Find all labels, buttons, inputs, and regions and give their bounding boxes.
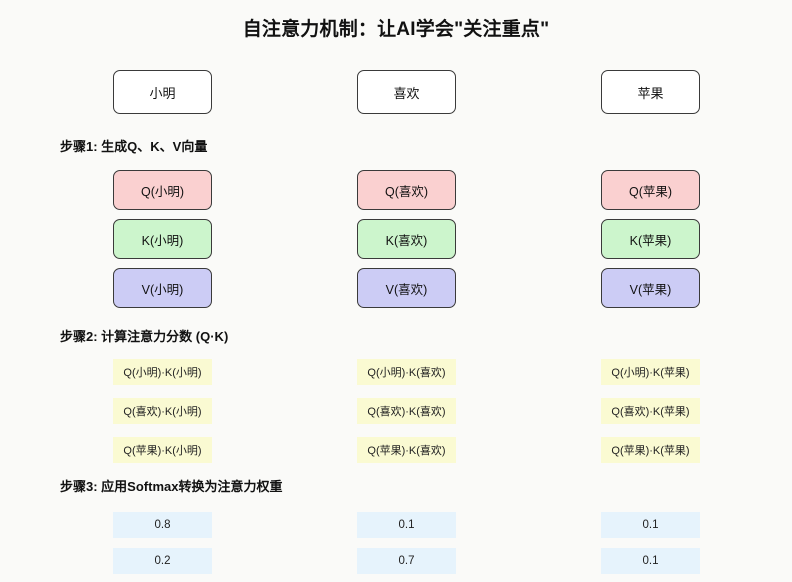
qkv-cell-k-1[interactable]: K(喜欢) [357, 219, 456, 259]
page-title: 自注意力机制：让AI学会"关注重点" [242, 19, 550, 40]
token-box-0[interactable]: 小明 [113, 70, 212, 114]
score-cell-2-2[interactable]: Q(苹果)·K(苹果) [601, 437, 700, 463]
weight-cell-1-1[interactable]: 0.7 [357, 548, 456, 574]
weight-cell-1-2[interactable]: 0.1 [601, 548, 700, 574]
score-cell-0-2[interactable]: Q(小明)·K(苹果) [601, 359, 700, 385]
score-cell-2-1[interactable]: Q(苹果)·K(喜欢) [357, 437, 456, 463]
score-cell-1-2[interactable]: Q(喜欢)·K(苹果) [601, 398, 700, 424]
qkv-cell-v-0[interactable]: V(小明) [113, 268, 212, 308]
score-cell-0-0[interactable]: Q(小明)·K(小明) [113, 359, 212, 385]
qkv-cell-k-2[interactable]: K(苹果) [601, 219, 700, 259]
qkv-cell-q-2[interactable]: Q(苹果) [601, 170, 700, 210]
step-label-1: 步骤1: 生成Q、K、V向量 [60, 139, 208, 154]
token-box-2[interactable]: 苹果 [601, 70, 700, 114]
qkv-cell-q-0[interactable]: Q(小明) [113, 170, 212, 210]
qkv-cell-k-0[interactable]: K(小明) [113, 219, 212, 259]
score-cell-1-0[interactable]: Q(喜欢)·K(小明) [113, 398, 212, 424]
weight-cell-0-0[interactable]: 0.8 [113, 512, 212, 538]
score-cell-1-1[interactable]: Q(喜欢)·K(喜欢) [357, 398, 456, 424]
weight-cell-0-1[interactable]: 0.1 [357, 512, 456, 538]
qkv-cell-q-1[interactable]: Q(喜欢) [357, 170, 456, 210]
qkv-cell-v-1[interactable]: V(喜欢) [357, 268, 456, 308]
weight-cell-1-0[interactable]: 0.2 [113, 548, 212, 574]
weight-cell-0-2[interactable]: 0.1 [601, 512, 700, 538]
score-cell-0-1[interactable]: Q(小明)·K(喜欢) [357, 359, 456, 385]
token-box-1[interactable]: 喜欢 [357, 70, 456, 114]
step-label-2: 步骤2: 计算注意力分数 (Q·K) [60, 329, 229, 344]
qkv-cell-v-2[interactable]: V(苹果) [601, 268, 700, 308]
score-cell-2-0[interactable]: Q(苹果)·K(小明) [113, 437, 212, 463]
step-label-3: 步骤3: 应用Softmax转换为注意力权重 [60, 479, 283, 494]
